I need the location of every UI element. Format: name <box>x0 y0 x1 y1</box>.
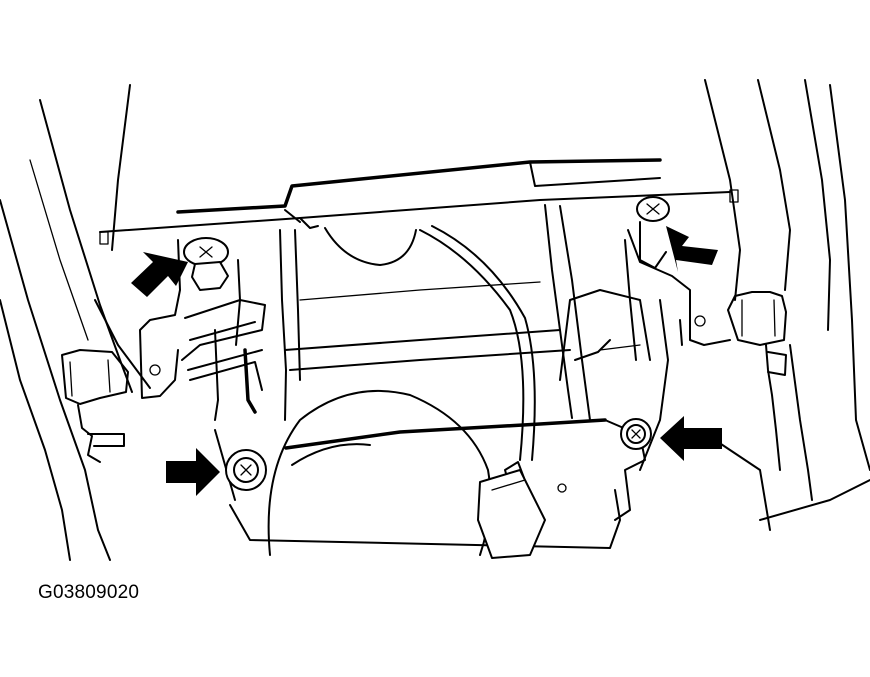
left-trim-panel <box>0 84 151 561</box>
figure-code-label: G03809020 <box>38 582 140 603</box>
main-housing <box>214 204 651 549</box>
upper-left-bracket <box>139 239 266 421</box>
upper-left-bolt <box>183 237 229 291</box>
arrow-upper-left-bolt-icon <box>131 252 188 297</box>
arrow-lower-right-bolt-icon <box>660 416 722 461</box>
arrow-lower-left-bolt-icon <box>166 448 220 496</box>
lower-right-bolt <box>620 418 652 450</box>
upper-right-bolt <box>636 196 670 269</box>
speaker-disc <box>267 389 492 556</box>
upper-right-bracket <box>624 229 731 471</box>
lower-left-bolt <box>225 449 267 491</box>
wire-connector <box>477 461 546 559</box>
right-trim-panel <box>699 79 870 531</box>
top-rail <box>99 158 731 233</box>
arrow-upper-right-bolt-icon <box>666 226 718 272</box>
